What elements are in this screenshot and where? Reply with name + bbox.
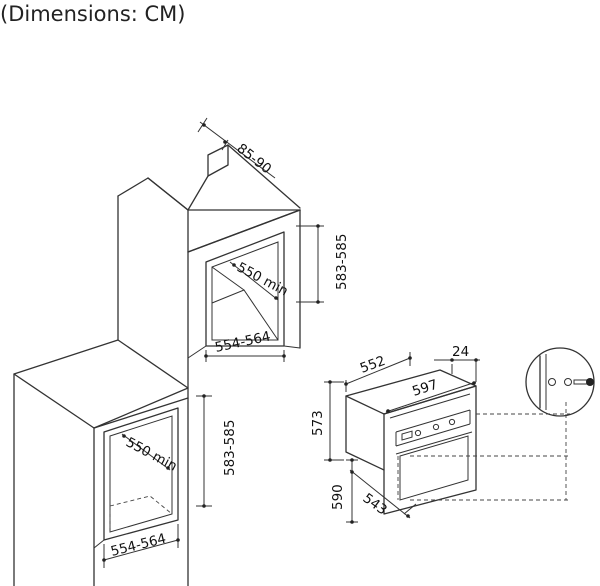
lower-niche xyxy=(93,407,179,549)
dim-label: 24 xyxy=(452,344,469,360)
dim-label: 550 min xyxy=(123,434,180,474)
dim-label: 597 xyxy=(410,377,439,400)
dim-label: 85-90 xyxy=(234,141,275,178)
dim-label: 550 min xyxy=(234,259,291,299)
dim-label: 583-585 xyxy=(222,420,238,476)
dim-label: 552 xyxy=(358,353,388,377)
dim-label: 554-564 xyxy=(109,531,168,560)
screw-detail xyxy=(525,347,595,417)
dim-label: 573 xyxy=(310,410,326,436)
oven xyxy=(345,369,477,515)
dim-lower-height: 583-585 xyxy=(196,394,238,508)
dim-oven-573: 573 xyxy=(310,380,344,462)
dim-oven-590: 590 xyxy=(330,458,358,524)
tall-cabinet xyxy=(117,144,301,586)
dim-oven-597: 597 xyxy=(385,377,477,413)
upper-niche xyxy=(187,231,301,359)
low-cabinet xyxy=(13,339,189,586)
dim-oven-552: 552 xyxy=(344,352,412,392)
dim-upper-depth: 550 min xyxy=(229,259,291,301)
dim-lower-depth: 550 min xyxy=(121,433,180,475)
dim-oven-543: 543 xyxy=(349,469,417,519)
dim-upper-height: 583-585 xyxy=(296,224,350,304)
dim-85-90: 85-90 xyxy=(197,117,276,179)
dim-label: 583-585 xyxy=(334,234,350,290)
dim-label: 590 xyxy=(330,484,346,510)
mounting-lines xyxy=(397,402,570,501)
dim-label: 554-564 xyxy=(214,329,273,356)
dim-oven-24: 24 xyxy=(434,344,480,382)
page-title: (Dimensions: CM) xyxy=(0,2,186,26)
